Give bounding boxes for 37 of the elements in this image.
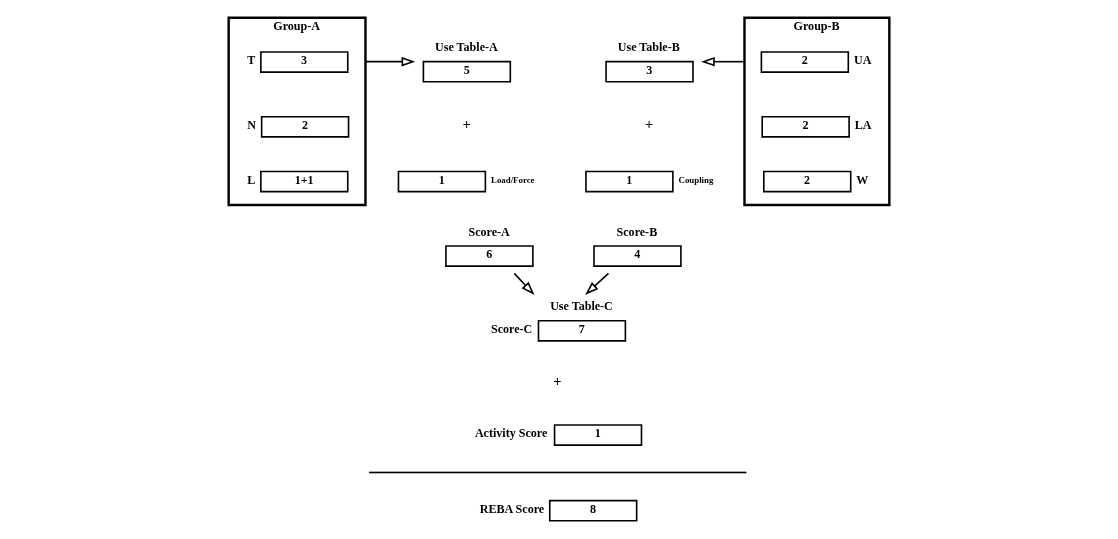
node-box: 1	[397, 170, 487, 193]
arrow	[585, 272, 610, 295]
node-box: 8	[548, 499, 638, 522]
arrow	[364, 56, 416, 67]
node-box: 3	[260, 51, 349, 73]
node-label: Use Table-C	[550, 299, 613, 314]
node-label: Use Table-A	[435, 40, 498, 55]
node-label: REBA Score	[479, 501, 545, 516]
node-box: 6	[445, 245, 534, 267]
node-label: Load/Force	[491, 175, 535, 186]
node-label: N	[247, 117, 256, 132]
node-box: 3	[605, 60, 694, 83]
label: +	[462, 116, 471, 133]
node-label: Use Table-B	[617, 40, 680, 55]
node-label: Score-A	[468, 224, 510, 239]
node-box: 2	[260, 116, 350, 138]
node-label: LA	[854, 117, 872, 132]
arrow	[701, 56, 746, 67]
node-box: 2	[760, 51, 850, 73]
node-box: 2	[761, 116, 850, 138]
node-box: 1	[553, 424, 643, 446]
node-box: 7	[537, 320, 627, 342]
label: +	[645, 116, 654, 133]
node-box: 5	[422, 60, 512, 83]
node-box: 1	[585, 170, 674, 193]
node-label: UA	[853, 53, 872, 68]
node-label: Coupling	[678, 175, 714, 186]
node-label: Activity Score	[474, 426, 548, 441]
node-label: Score-B	[616, 224, 658, 239]
node-label: Score-C	[491, 321, 533, 336]
node-box: 1+1	[260, 170, 349, 193]
node-box: 2	[763, 170, 852, 193]
node-label: L	[247, 172, 256, 187]
node-label: W	[856, 172, 869, 187]
label: +	[553, 372, 562, 389]
node-label: T	[247, 53, 256, 68]
node-box: 4	[593, 245, 682, 267]
